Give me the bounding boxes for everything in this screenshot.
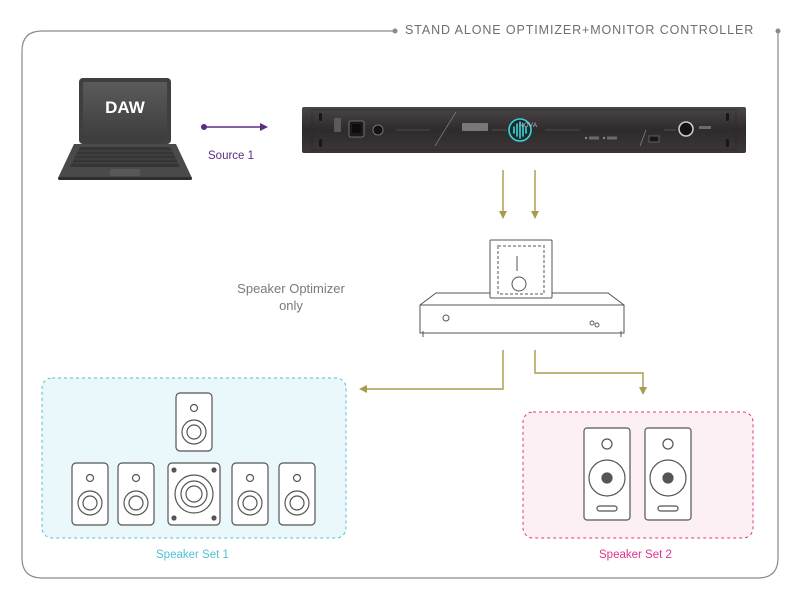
frame-corner-dot: [775, 28, 781, 34]
rack-to-optimizer-arrows: [499, 170, 539, 219]
system-frame: [21, 28, 781, 579]
speaker-set-2-left: [583, 427, 631, 521]
speaker-left-surround: [71, 462, 109, 526]
speaker-set-1-group: [41, 377, 347, 539]
speaker-set-1-label: Speaker Set 1: [156, 549, 229, 561]
speaker-optimizer-label: Speaker Optimizer only: [237, 281, 345, 313]
subwoofer: [167, 462, 221, 526]
laptop-daw: [58, 78, 192, 180]
speaker-left: [117, 462, 155, 526]
speaker-right-surround: [278, 462, 316, 526]
nova-device-label: NOVA: [519, 123, 538, 129]
speaker-right: [231, 462, 269, 526]
frame-title-dot: [392, 28, 398, 34]
speaker-optimizer-device: [419, 239, 625, 337]
nova-rack-unit: [302, 107, 746, 153]
optimizer-to-set1-arrow: [359, 350, 504, 393]
source-arrow: [201, 123, 268, 131]
speaker-set-2-right: [644, 427, 692, 521]
speaker-set-2-label: Speaker Set 2: [599, 549, 672, 561]
source-label: Source 1: [208, 150, 255, 162]
speaker-set-2-group: [522, 411, 754, 539]
center-speaker: [175, 392, 213, 452]
frame-title: STAND ALONE OPTIMIZER+MONITOR CONTROLLER: [402, 23, 758, 37]
optimizer-to-set2-arrow: [534, 350, 647, 395]
nova-logo-icon: [513, 121, 527, 139]
daw-label: DAW: [105, 98, 145, 117]
